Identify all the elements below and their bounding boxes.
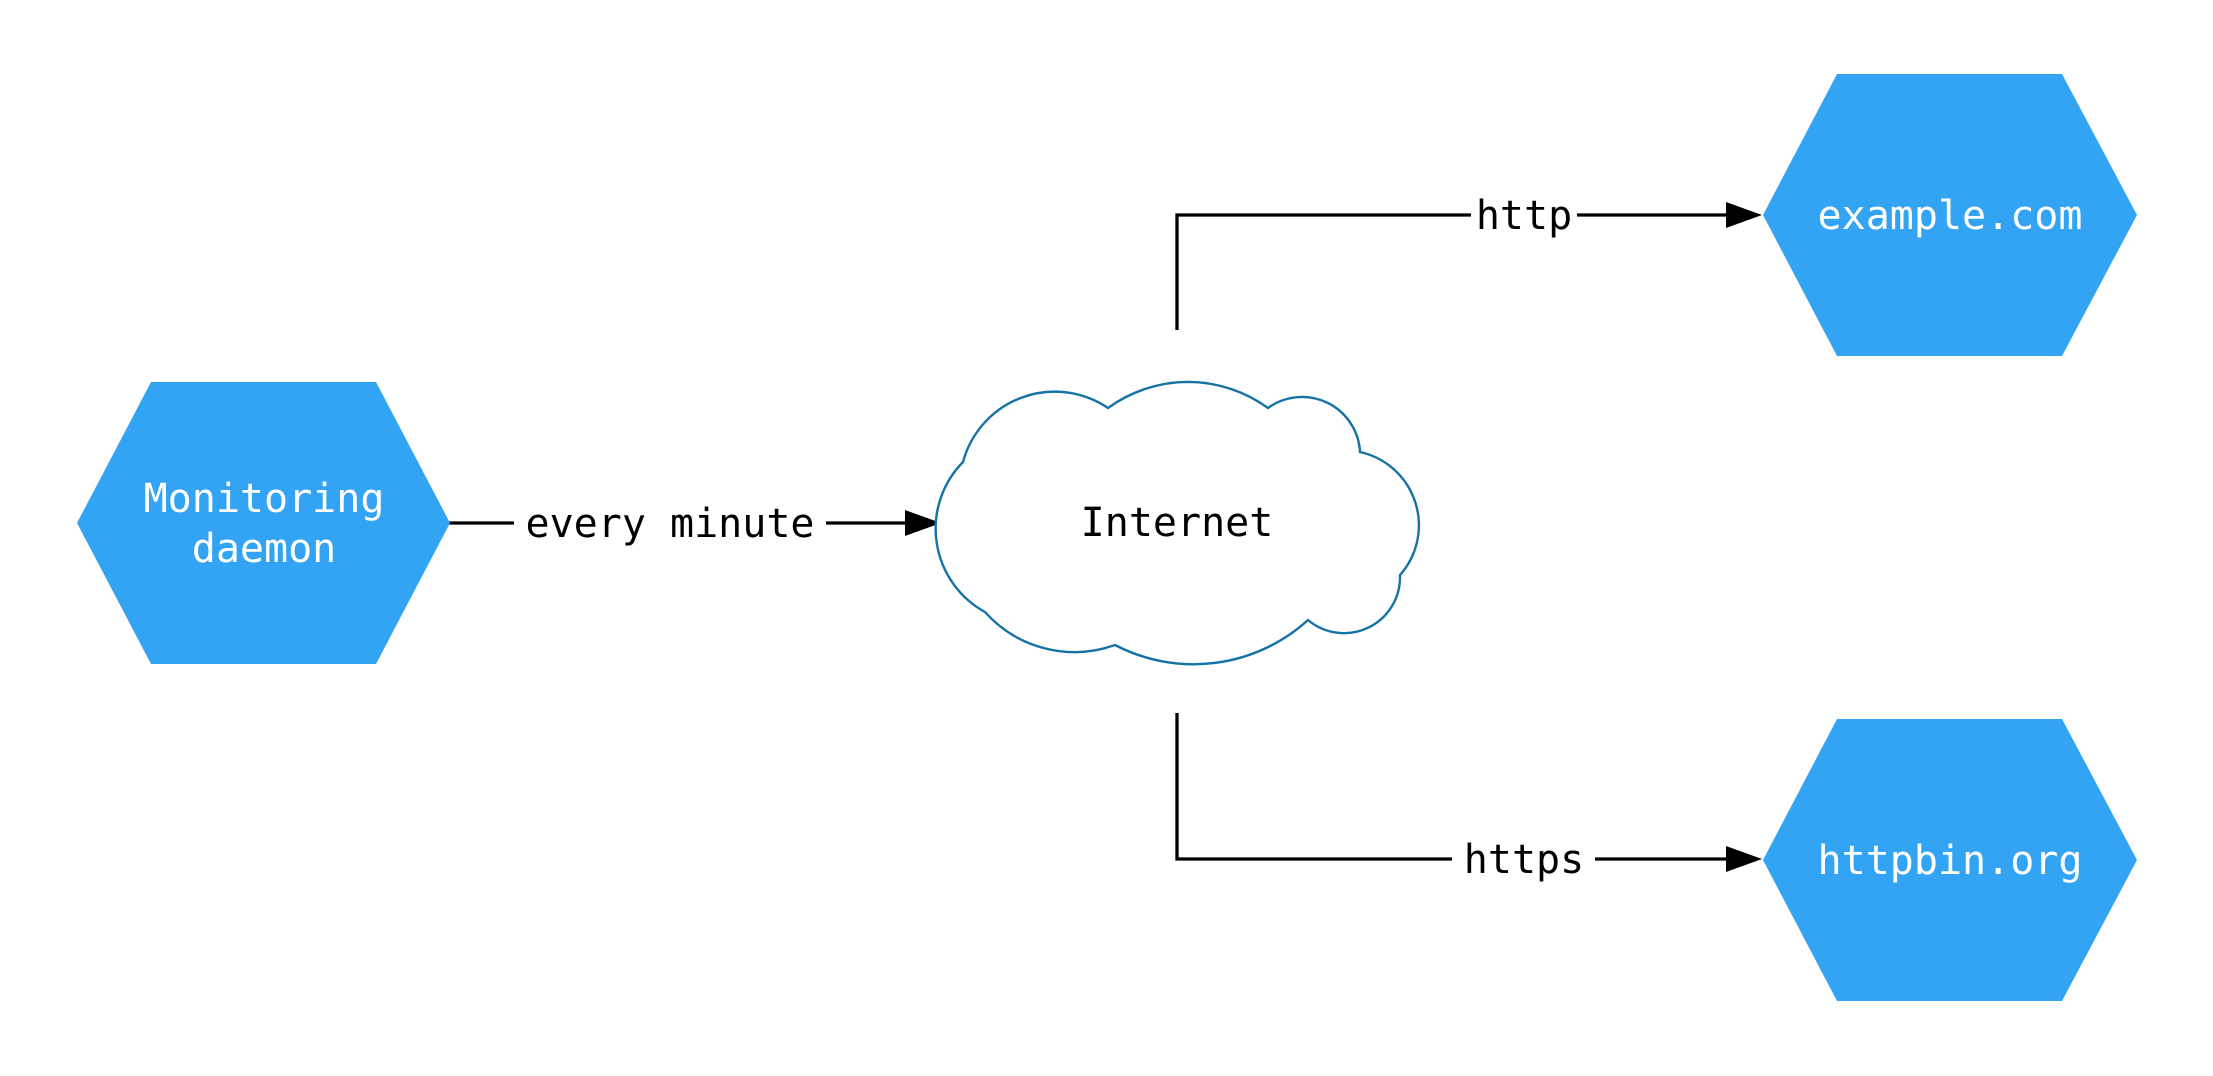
edge-elbow-line — [1175, 213, 1471, 330]
edge-label-http: http — [1476, 193, 1572, 239]
edge-monitoring-to-internet: every minute — [448, 501, 941, 547]
edge-label-https: https — [1464, 837, 1584, 883]
edge-internet-to-example: http — [1175, 193, 1762, 330]
edge-elbow-line — [1175, 713, 1452, 861]
arrowhead-icon — [1726, 846, 1762, 872]
internet-cloud — [934, 380, 1421, 666]
monitoring-daemon-label-line2: daemon — [192, 526, 337, 572]
edge-label-every-minute: every minute — [526, 501, 815, 547]
example-com-label: example.com — [1818, 193, 2083, 239]
monitoring-daemon-label-line1: Monitoring — [144, 476, 385, 522]
node-example-com: example.com — [1763, 74, 2137, 356]
node-monitoring-daemon: Monitoring daemon — [77, 382, 450, 664]
edge-internet-to-httpbin: https — [1175, 713, 1762, 883]
arrowhead-icon — [905, 510, 941, 536]
httpbin-org-label: httpbin.org — [1818, 838, 2083, 884]
httpbin-org-hexagon — [1763, 719, 2137, 1001]
example-com-hexagon — [1763, 74, 2137, 356]
arrowhead-icon — [1726, 202, 1762, 228]
internet-label: Internet — [1081, 500, 1274, 546]
node-httpbin-org: httpbin.org — [1763, 719, 2137, 1001]
monitoring-daemon-hexagon — [77, 382, 450, 664]
node-internet: Internet — [934, 380, 1421, 666]
